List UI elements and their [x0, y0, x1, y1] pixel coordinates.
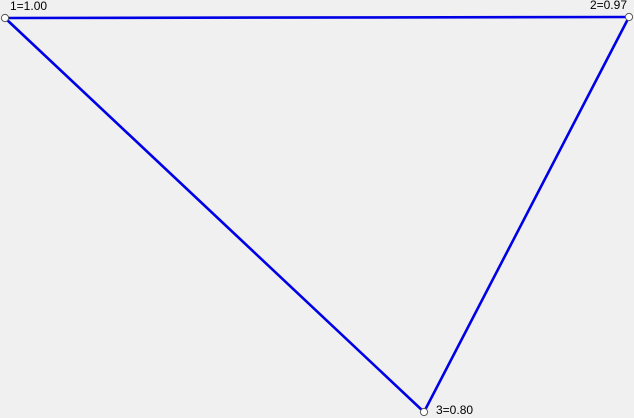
edge-3-1: [3, 16, 426, 414]
edge-1-2: [3, 15, 631, 20]
labels-group: 1=1.00 2=0.97 3=0.80: [10, 0, 627, 417]
edge-2-3: [422, 15, 631, 414]
node-1-marker[interactable]: [0, 13, 10, 23]
node-3-label: 3=0.80: [436, 403, 473, 417]
edges-group: [3, 15, 631, 414]
node-2-label: 2=0.97: [590, 0, 627, 12]
node-3-marker[interactable]: [419, 407, 429, 417]
node-2-marker[interactable]: [624, 12, 634, 22]
nodes-group: [0, 12, 634, 417]
node-1-label: 1=1.00: [10, 0, 47, 13]
